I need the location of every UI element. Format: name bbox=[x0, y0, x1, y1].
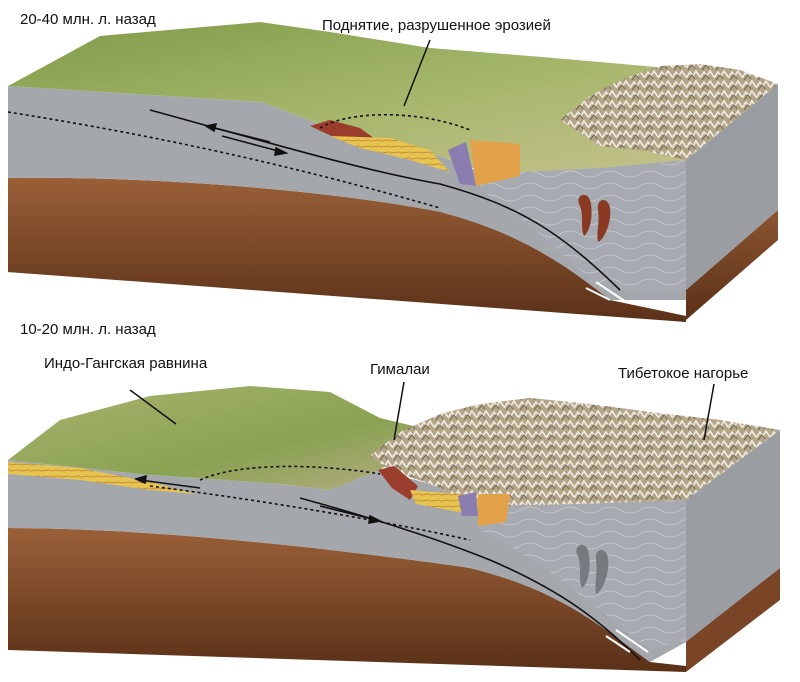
label-himalaya: Гималаи bbox=[370, 361, 430, 378]
panel-top: 20-40 млн. л. назад Поднятие, разрушенно… bbox=[8, 11, 778, 322]
period-label-top: 20-40 млн. л. назад bbox=[20, 11, 156, 28]
label-tibet: Тибетокое нагорье bbox=[618, 365, 748, 382]
period-label-bottom: 10-20 млн. л. назад bbox=[20, 321, 156, 338]
sediment-orange-bottom bbox=[478, 494, 510, 526]
panel-bottom: 10-20 млн. л. назад Индо-Гангская равнин… bbox=[8, 321, 780, 672]
label-plain: Индо-Гангская равнина bbox=[44, 355, 208, 372]
label-uplift: Поднятие, разрушенное эрозией bbox=[322, 17, 551, 34]
